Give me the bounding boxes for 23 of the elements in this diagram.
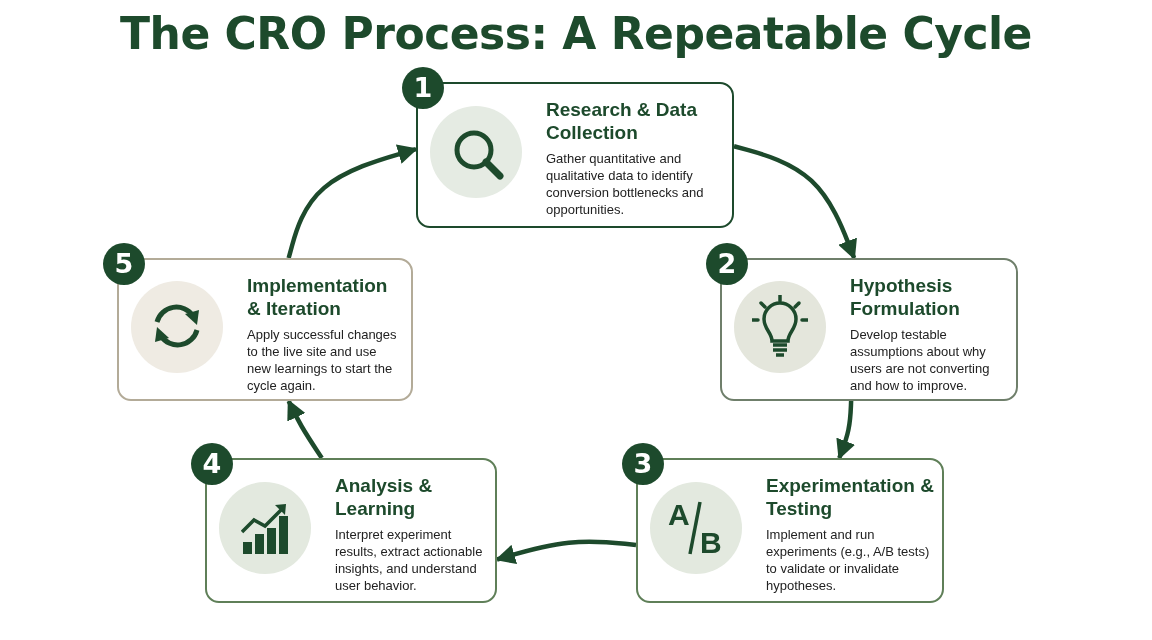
step-heading: Hypothesis Formulation [850, 274, 961, 320]
step-number: 3 [622, 443, 664, 485]
step-heading: Research & Data Collection [546, 98, 699, 144]
step-description: Develop testable assumptions about why users are not converting and how to improve. [850, 326, 991, 394]
icon-letter: A [668, 499, 690, 530]
step-description: Gather quantitative and qualitative data to identify conversion bottlenecks and opportunities. [546, 150, 705, 218]
step-number: 1 [402, 67, 444, 109]
cycle-arrow [733, 144, 857, 260]
icon-letter: B [700, 527, 722, 558]
step-number: 5 [103, 243, 145, 285]
cycle-arrow [495, 539, 637, 564]
step-description: Interpret experiment results, extract actionable insights, and understand user behavior. [335, 526, 484, 594]
step-number: 2 [706, 243, 748, 285]
cycle-arrow [286, 399, 324, 460]
step-description: Apply successful changes to the live site and use new learnings to start the cycle again. [247, 326, 398, 394]
step-number: 4 [191, 443, 233, 485]
step-description: Implement and run experiments (e.g., A/B tests) to validate or invalidate hypotheses. [766, 526, 931, 594]
step-heading: Analysis & Learning [335, 474, 434, 520]
cycle-arrow [286, 144, 418, 259]
title: The CRO Process: A Repeatable Cycle [119, 8, 1033, 59]
cycle-arrow [836, 400, 856, 460]
step-heading: Experimentation & Testing [766, 474, 934, 520]
step-heading: Implementation & Iteration [247, 274, 389, 320]
